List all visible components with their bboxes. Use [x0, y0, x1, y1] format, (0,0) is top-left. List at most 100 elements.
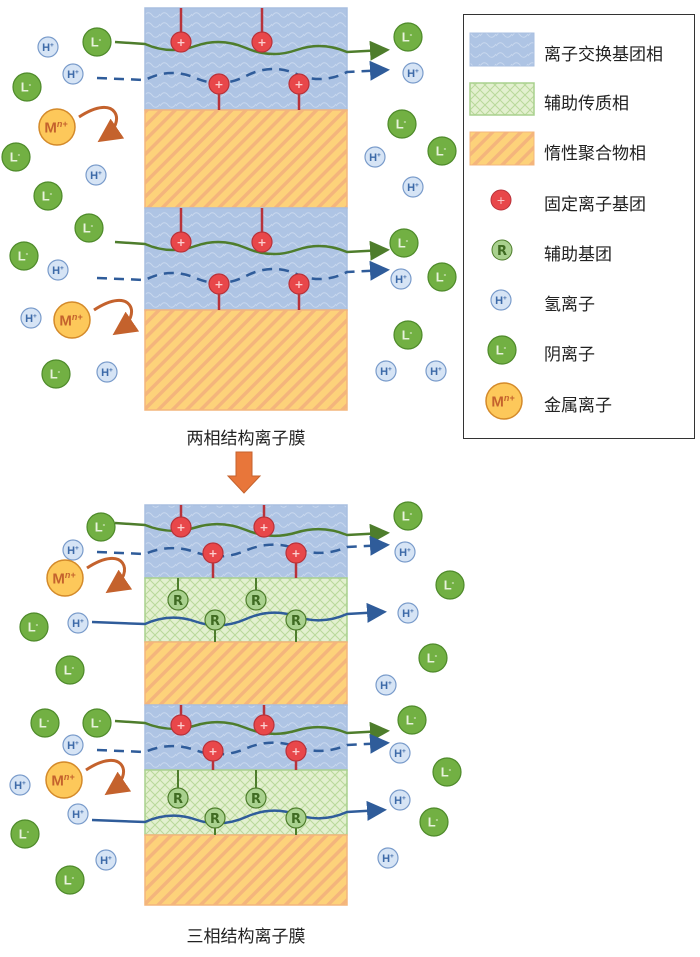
svg-text:H+: H+: [382, 853, 394, 865]
legend-aux-group: R: [491, 239, 513, 261]
anion: L-: [432, 757, 462, 787]
auxiliary-group-icon: [245, 589, 267, 611]
hydrogen-ion: H+: [85, 164, 107, 186]
fixed-ion-group: +: [208, 273, 230, 310]
svg-text:H+: H+: [67, 545, 79, 557]
hydrogen-ion: H+: [364, 146, 386, 168]
hydrogen-ion-icon: [67, 803, 89, 825]
hydrogen-ion: H+: [402, 176, 424, 198]
hydrogen-ion-icon: [364, 146, 386, 168]
legend-swatch-ion-exchange-phase: [469, 32, 535, 67]
legend-label-aux-group: 辅助基团: [544, 245, 612, 265]
metal-ion-icon: [45, 761, 83, 799]
hydrogen-ion: H+: [375, 360, 397, 382]
svg-text:Mn+: Mn+: [52, 570, 76, 587]
svg-text:R: R: [173, 792, 183, 807]
svg-text:H+: H+: [395, 274, 407, 286]
svg-text:+: +: [291, 547, 300, 560]
anion: L-: [82, 27, 112, 57]
metal-ion: Mn+: [53, 301, 91, 339]
hydrogen-ion-icon: [85, 164, 107, 186]
anion-icon: [55, 865, 85, 895]
svg-text:H+: H+: [394, 795, 406, 807]
svg-text:H+: H+: [101, 367, 113, 379]
legend-label-aux-transfer-phase: 辅助传质相: [544, 94, 629, 114]
fixed-group-icon: [170, 714, 192, 736]
anion: L-: [389, 228, 419, 258]
anion-icon: [393, 320, 423, 350]
fixed-group-icon: [202, 740, 224, 762]
svg-text:+: +: [176, 236, 185, 249]
svg-text:+: +: [259, 719, 268, 732]
legend-label-fixed-group: 固定离子基团: [544, 195, 646, 215]
hydrogen-ion: H+: [67, 612, 89, 634]
legend-label-inert-polymer-phase: 惰性聚合物相: [544, 144, 646, 164]
anion-icon: [12, 72, 42, 102]
hydrogen-ion-icon: [375, 674, 397, 696]
svg-text:+: +: [291, 745, 300, 758]
anion: L-: [55, 865, 85, 895]
svg-text:L-: L-: [18, 249, 29, 264]
anion-icon: [487, 335, 517, 365]
svg-text:R: R: [210, 812, 220, 827]
anion: L-: [397, 705, 427, 735]
svg-text:H+: H+: [25, 313, 37, 325]
svg-text:L-: L-: [64, 873, 75, 888]
ion-exchange-phase-layer: [144, 207, 348, 311]
svg-text:L-: L-: [496, 343, 507, 358]
fixed-ion-group: +: [251, 208, 273, 253]
hydrogen-ion: H+: [62, 63, 84, 85]
auxiliary-group-icon: [285, 609, 307, 631]
metal-rejection-arrow: [93, 298, 140, 336]
svg-text:L-: L-: [19, 827, 30, 842]
svg-text:H+: H+: [402, 608, 414, 620]
fixed-group-icon: [253, 516, 275, 538]
svg-text:L-: L-: [64, 663, 75, 678]
anion-icon: [393, 501, 423, 531]
hydrogen-ion-icon: [62, 734, 84, 756]
fixed-ion-group: +: [170, 705, 192, 736]
svg-text:H+: H+: [380, 366, 392, 378]
hydrogen-hopping-path: [96, 535, 390, 558]
svg-text:H+: H+: [90, 170, 102, 182]
svg-text:H+: H+: [369, 152, 381, 164]
auxiliary-group-icon: [204, 609, 226, 631]
svg-text:L-: L-: [427, 651, 438, 666]
svg-text:L-: L-: [91, 716, 102, 731]
svg-text:L-: L-: [398, 236, 409, 251]
inert-polymer-phase-layer: [144, 309, 348, 411]
auxiliary-group-icon: [491, 239, 513, 261]
anion: L-: [419, 807, 449, 837]
anion: L-: [487, 335, 517, 365]
svg-text:L-: L-: [396, 117, 407, 132]
anion-icon: [55, 655, 85, 685]
hydrogen-ion-icon: [377, 847, 399, 869]
hydrogen-ion-icon: [389, 789, 411, 811]
metal-ion: Mn+: [38, 108, 76, 146]
hydrogen-ion-icon: [95, 849, 117, 871]
inert-polymer-phase-layer: [144, 834, 348, 906]
fixed-ion-group: +: [285, 740, 307, 770]
fixed-ion-group: +: [208, 73, 230, 110]
svg-text:+: +: [214, 78, 223, 91]
hydrogen-transport-path: [91, 800, 387, 825]
svg-text:L-: L-: [444, 578, 455, 593]
svg-text:H+: H+: [72, 618, 84, 630]
hydrogen-ion: H+: [62, 734, 84, 756]
hydrogen-ion-icon: [402, 176, 424, 198]
legend-swatch-aux-transfer-phase: [469, 82, 535, 116]
svg-text:Mn+: Mn+: [51, 772, 75, 789]
hydrogen-hopping-path: [96, 60, 390, 85]
svg-text:+: +: [176, 521, 185, 534]
svg-text:H+: H+: [72, 809, 84, 821]
hydrogen-ion: H+: [402, 62, 424, 84]
svg-text:+: +: [257, 36, 266, 49]
hydrogen-ion-icon: [20, 307, 42, 329]
hydrogen-ion: H+: [425, 360, 447, 382]
fixed-group-icon: [170, 516, 192, 538]
auxiliary-group: R: [285, 807, 307, 835]
auxiliary-group: R: [167, 578, 189, 611]
hydrogen-ion: H+: [37, 36, 59, 58]
hydrogen-ion-icon: [47, 259, 69, 281]
anion: L-: [418, 643, 448, 673]
